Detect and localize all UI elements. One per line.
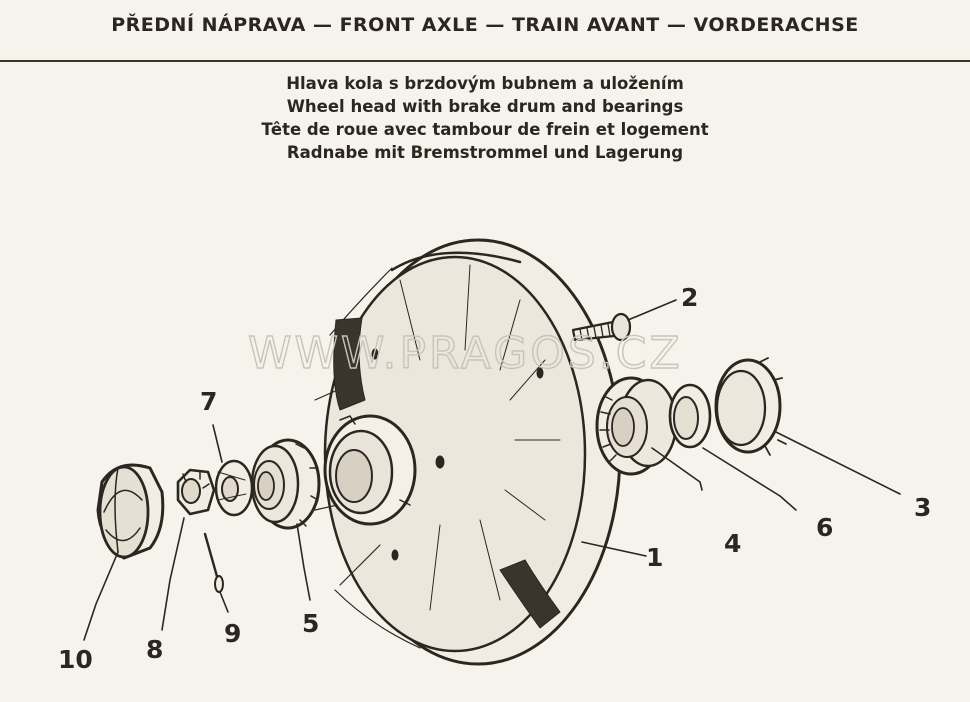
cotter-pin (203, 532, 229, 613)
callout-labels: 1 2 3 4 5 6 7 8 9 10 (58, 283, 931, 674)
callout-8: 8 (146, 635, 163, 664)
caption-czech: Hlava kola s brzdovým bubnem a uložením (286, 74, 684, 93)
callout-10: 10 (58, 645, 93, 674)
grease-seal (714, 357, 901, 495)
callout-1: 1 (646, 543, 663, 572)
outer-bearing (595, 376, 703, 491)
page-title: PŘEDNÍ NÁPRAVA — FRONT AXLE — TRAIN AVAN… (111, 14, 859, 36)
spacer-ring (668, 383, 797, 511)
callout-6: 6 (816, 513, 833, 542)
callout-9: 9 (224, 619, 241, 648)
title-rule (0, 60, 970, 62)
castle-nut (161, 468, 216, 631)
inner-bearing (250, 438, 321, 601)
brake-drum (314, 238, 622, 666)
callout-4: 4 (724, 529, 741, 558)
wheel-stud (571, 299, 677, 342)
caption-french: Tête de roue avec tambour de frein et lo… (261, 120, 709, 139)
diagram-caption: Hlava kola s brzdovým bubnem a uložením … (0, 72, 970, 164)
thrust-washer (212, 424, 254, 517)
callout-5: 5 (302, 609, 319, 638)
caption-english: Wheel head with brake drum and bearings (286, 97, 684, 116)
caption-german: Radnabe mit Bremstrommel und Lagerung (286, 143, 684, 162)
callout-3: 3 (914, 493, 931, 522)
callout-7: 7 (200, 387, 217, 416)
hub-cap (83, 463, 165, 641)
callout-2: 2 (681, 283, 698, 312)
watermark: WWW.PRAGOS.CZ (248, 328, 683, 379)
